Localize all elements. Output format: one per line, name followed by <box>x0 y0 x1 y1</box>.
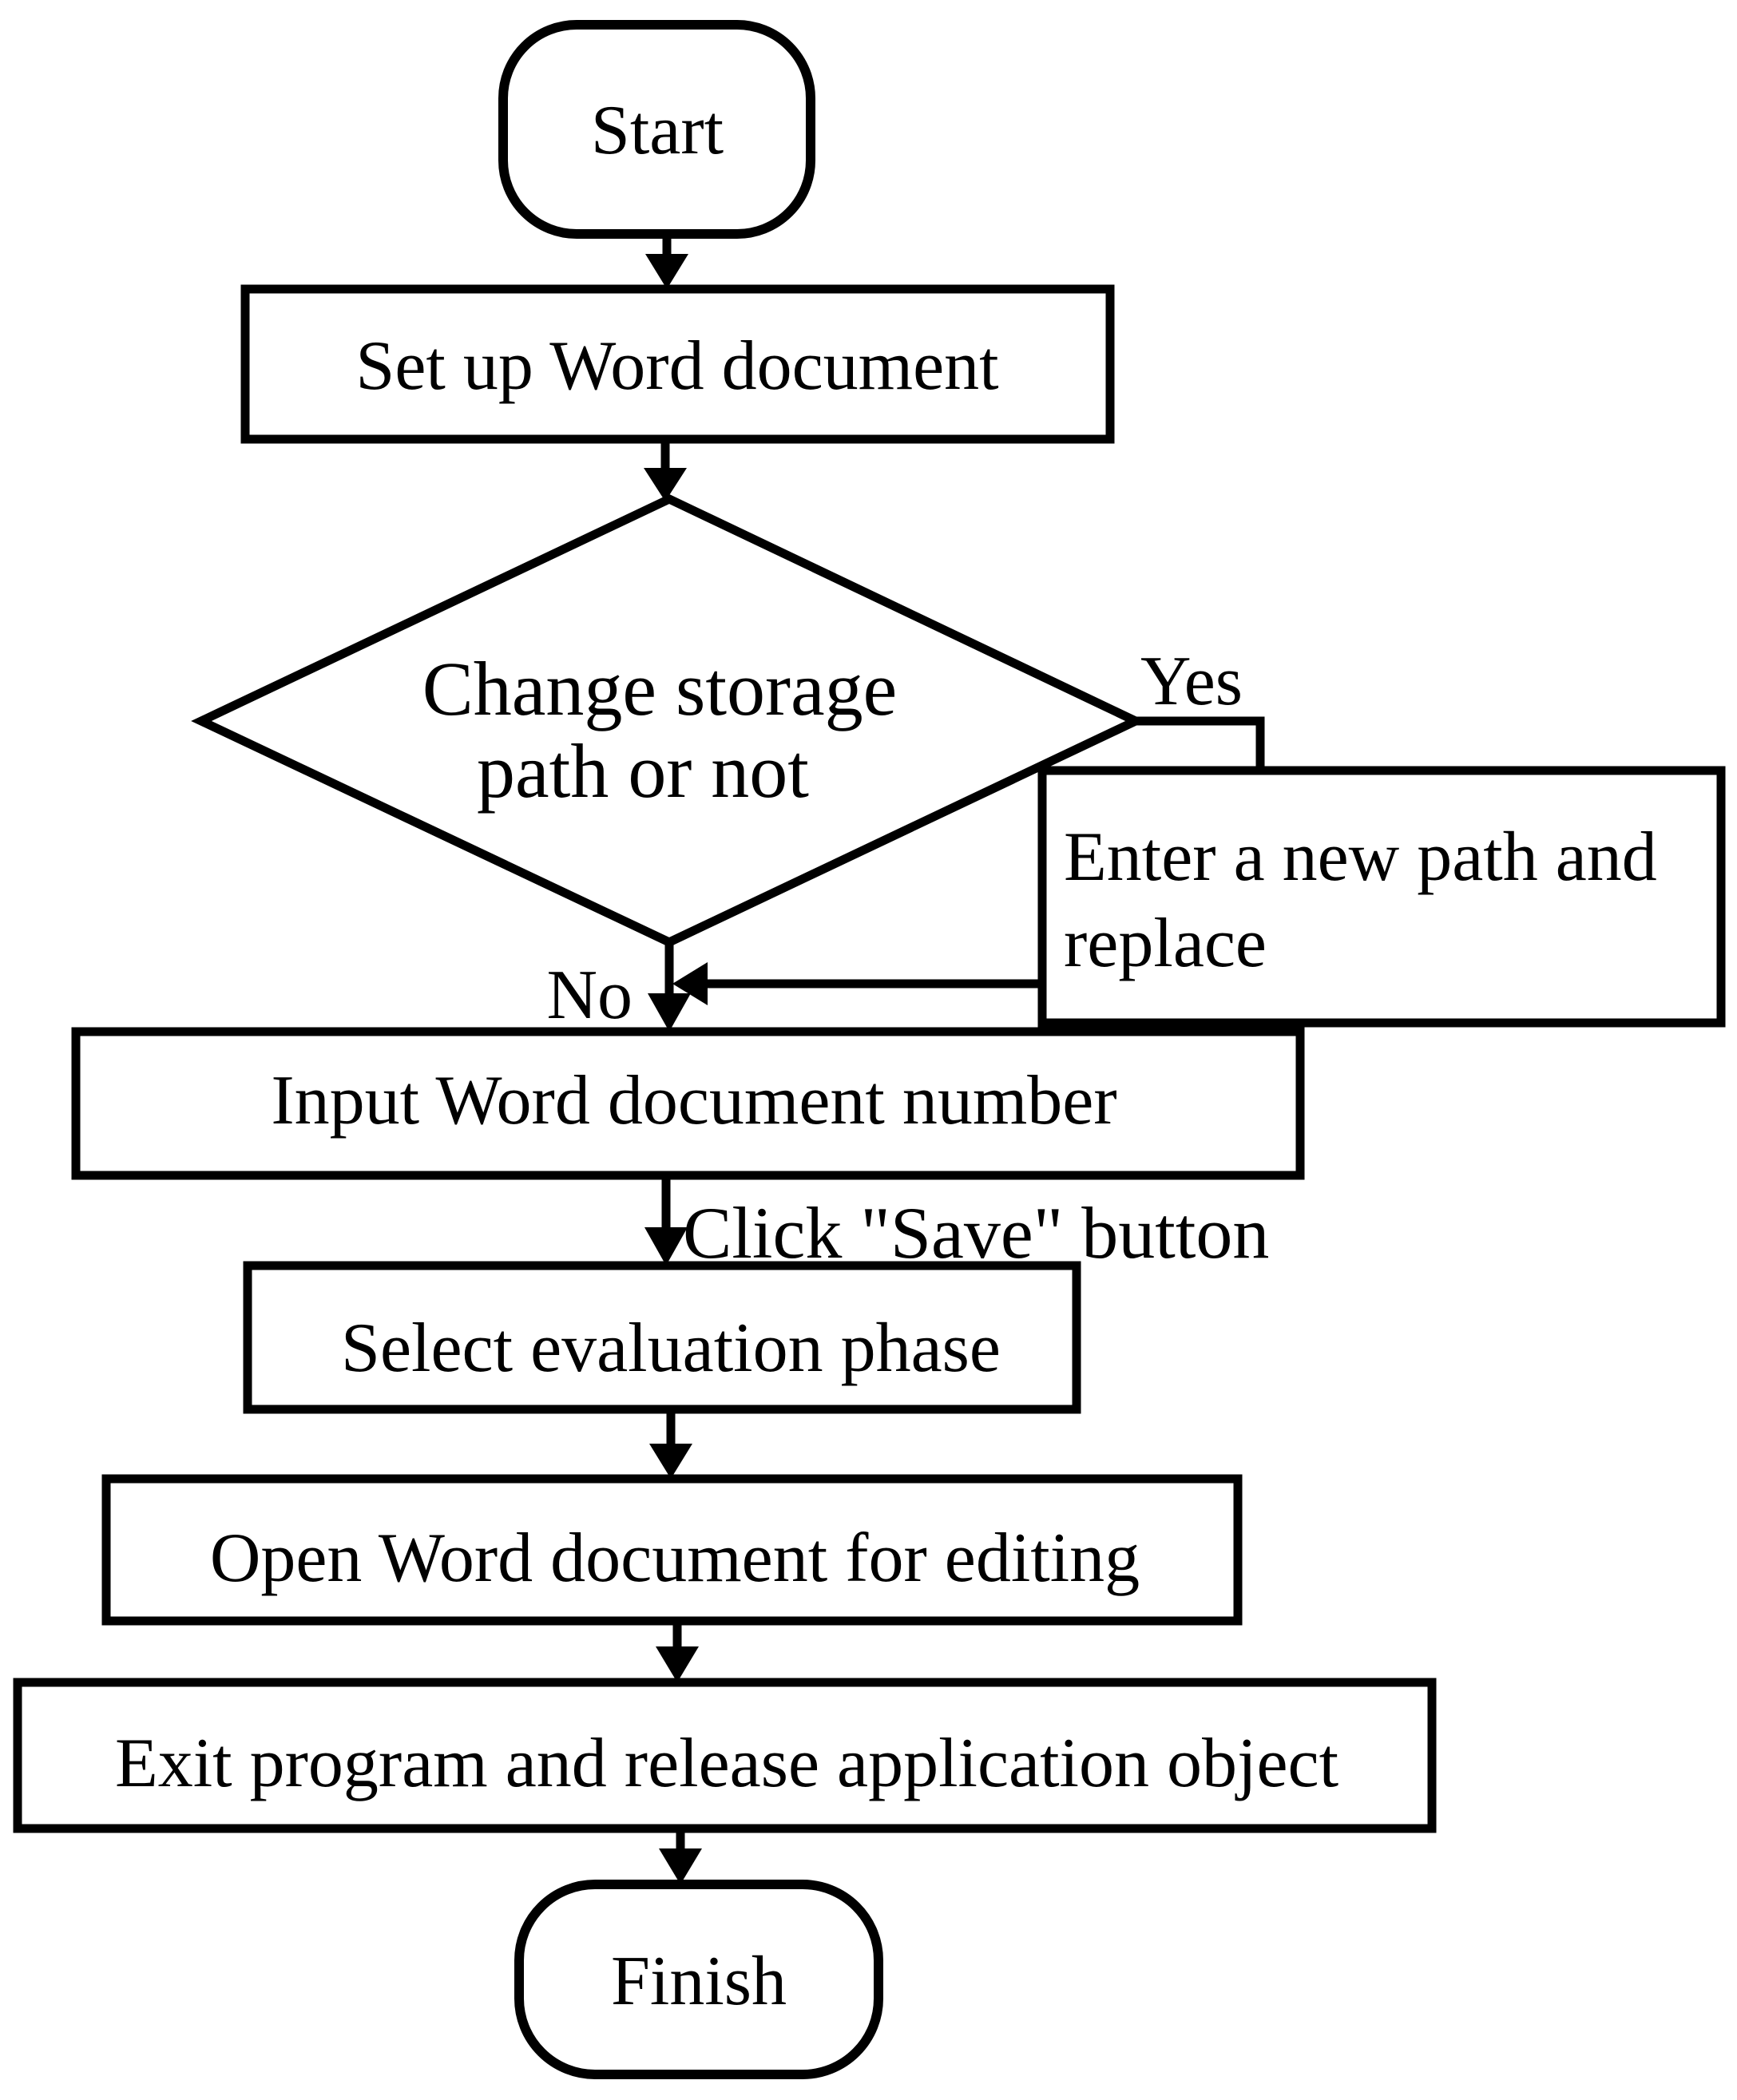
select-phase-process-shape <box>243 1261 1081 1414</box>
exit-program-process-shape <box>13 1678 1437 1833</box>
arrow-head-icon <box>648 993 691 1032</box>
arrow-head-icon <box>649 1444 692 1479</box>
arrow-enter-path-to-mainline <box>672 962 1042 1005</box>
enter-path-process-shape <box>1037 766 1726 1028</box>
node-open-doc: Open Word document for editing <box>101 1474 1243 1626</box>
arrow-start-to-setup <box>645 234 688 289</box>
arrow-head-icon <box>656 1646 699 1682</box>
node-setup: Set up Word document <box>240 284 1115 444</box>
decision-label-line2: path or not <box>477 728 809 814</box>
arrow-decision-to-input <box>648 942 691 1032</box>
setup-label: Set up Word document <box>355 327 998 405</box>
finish-label: Finish <box>611 1943 787 2020</box>
arrow-select-to-open <box>649 1409 692 1479</box>
open-doc-process-shape <box>101 1474 1243 1626</box>
finish-terminator-shape <box>514 1880 883 2079</box>
start-label: Start <box>591 92 724 169</box>
yes-connector <box>1136 716 1265 771</box>
arrow-exit-to-finish <box>659 1829 702 1884</box>
no-edge-label: No <box>546 957 633 1034</box>
arrow-open-to-exit <box>656 1621 699 1682</box>
arrow-setup-to-decision <box>644 439 687 501</box>
arrow-input-to-select <box>644 1175 688 1266</box>
select-phase-label: Select evaluation phase <box>341 1310 1001 1387</box>
decision-label-line1: Change storage <box>422 646 897 731</box>
arrow-head-icon <box>645 254 688 289</box>
input-number-label: Input Word document number <box>271 1062 1116 1139</box>
exit-program-label: Exit program and release application obj… <box>115 1725 1338 1802</box>
open-doc-label: Open Word document for editing <box>210 1520 1140 1597</box>
arrow-head-icon <box>659 1848 702 1884</box>
node-exit-program: Exit program and release application obj… <box>13 1678 1437 1833</box>
node-decision: Change storage path or not <box>191 493 1146 948</box>
arrow-head-icon <box>644 1227 688 1266</box>
arrow-head-icon <box>644 468 687 501</box>
node-finish: Finish <box>514 1880 883 2079</box>
arrow-head-icon <box>672 962 708 1005</box>
start-terminator-shape <box>498 20 815 239</box>
input-number-process-shape <box>71 1027 1305 1180</box>
node-enter-path: Enter a new path and replace <box>1037 766 1726 1028</box>
node-input-number: Input Word document number <box>71 1027 1305 1180</box>
click-save-edge-label: Click "Save" button <box>683 1192 1269 1274</box>
yes-edge-label: Yes <box>1140 643 1243 720</box>
enter-path-label-line1: Enter a new path and <box>1064 818 1657 896</box>
setup-process-shape <box>240 284 1115 444</box>
node-select-phase: Select evaluation phase <box>243 1261 1081 1414</box>
enter-path-label-line2: replace <box>1064 905 1267 982</box>
node-start: Start <box>498 20 815 239</box>
